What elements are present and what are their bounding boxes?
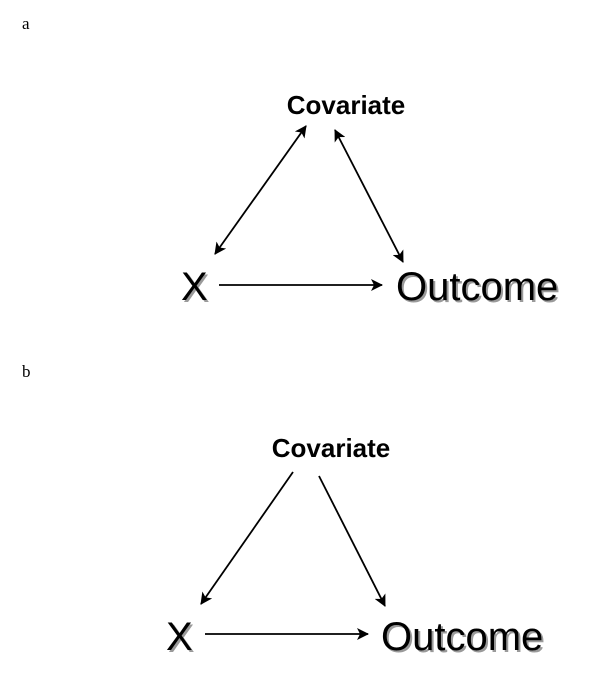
panel-b-x-node: X [166, 615, 193, 659]
panel-a-outcome-node-shadow: Outcome [398, 267, 560, 311]
panel-b-edge-covariate-x [200, 471, 294, 605]
panel-a-diagram: Covariate X X Outcome Outcome [181, 90, 560, 311]
panel-a-outcome-node: Outcome [396, 265, 558, 309]
panel-a-covariate-node: Covariate [287, 90, 406, 120]
panel-b-label: b [22, 362, 31, 381]
panel-b-x-node-shadow: X [168, 617, 195, 661]
panel-b-covariate-node: Covariate [272, 433, 391, 463]
panel-a-x-node: X [181, 265, 208, 309]
panel-b-diagram: Covariate X X Outcome Outcome [166, 433, 545, 661]
panel-b-edge-covariate-outcome [318, 475, 386, 607]
panel-b-outcome-node: Outcome [381, 615, 543, 659]
panel-b-outcome-node-shadow: Outcome [383, 617, 545, 661]
panel-a-edge-covariate-outcome [334, 129, 404, 263]
panel-a-x-node-shadow: X [183, 267, 210, 311]
panel-a-edge-covariate-x [214, 125, 307, 255]
panel-a-label: a [22, 14, 30, 33]
